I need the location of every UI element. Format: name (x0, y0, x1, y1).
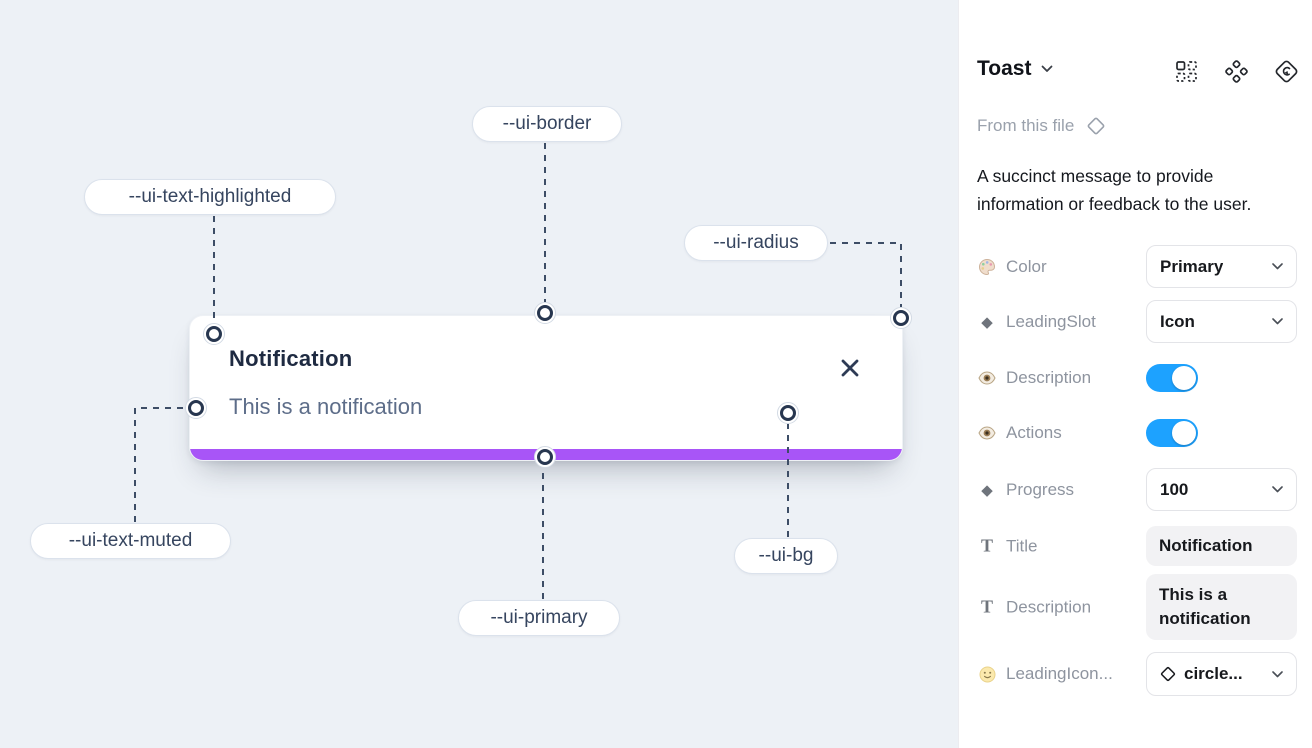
instance-diamond-icon (1160, 666, 1176, 682)
toggle-knob (1172, 366, 1196, 390)
close-icon[interactable] (840, 358, 860, 378)
variable-label-text: --ui-radius (713, 232, 799, 253)
design-canvas[interactable]: Notification This is a notification --ui… (0, 0, 958, 748)
variable-label-text: --ui-primary (490, 607, 588, 628)
variable-label-text: --ui-bg (758, 545, 814, 566)
variable-label-ui-primary[interactable]: --ui-primary (458, 600, 620, 636)
line-ui-text-muted (134, 407, 185, 522)
property-label-text: Actions (1006, 423, 1062, 442)
property-row-description-toggle: Description (959, 364, 1312, 392)
properties-panel: Toast (958, 0, 1312, 748)
property-label-text: Title (1006, 536, 1038, 555)
variable-label-ui-radius[interactable]: --ui-radius (684, 225, 828, 261)
variable-label-text: --ui-text-highlighted (128, 186, 292, 207)
property-label-text: Progress (1006, 479, 1075, 499)
variable-label-ui-border[interactable]: --ui-border (472, 106, 622, 142)
property-label: ◆ LeadingSlot (977, 312, 1096, 332)
source-label: From this file (977, 116, 1075, 135)
select-value: Icon (1160, 311, 1195, 331)
toast-title: Notification (229, 346, 353, 371)
property-label: T Title (977, 536, 1038, 557)
actions-toggle[interactable] (1146, 419, 1198, 447)
toast-progress-bar (190, 449, 902, 460)
source-row: From this file (977, 116, 1106, 136)
select-value: 100 (1160, 479, 1189, 499)
property-label-text: Description (1006, 368, 1092, 387)
property-label: ◆ Progress (977, 480, 1074, 500)
eye-icon (977, 371, 997, 385)
field-value: Notification (1159, 536, 1253, 555)
chevron-down-icon (1272, 263, 1283, 270)
description-toggle[interactable] (1146, 364, 1198, 392)
color-select[interactable]: Primary (1146, 245, 1297, 288)
property-label: Description (977, 368, 1091, 388)
property-label: LeadingIcon... (977, 664, 1113, 684)
chevron-down-icon (1272, 486, 1283, 493)
text-icon: T (980, 535, 993, 556)
smiley-icon (977, 666, 997, 683)
page-title: Toast (977, 57, 1032, 80)
property-label-text: LeadingIcon... (1006, 664, 1113, 683)
toast-description: This is a notification (229, 394, 423, 419)
property-label-text: Color (1006, 256, 1047, 276)
progress-select[interactable]: 100 (1146, 468, 1297, 511)
property-label: Actions (977, 423, 1062, 443)
line-ui-radius (830, 242, 902, 307)
diamond-icon: ◆ (981, 312, 993, 331)
property-label: Color (977, 257, 1047, 277)
component-title-dropdown[interactable]: Toast (977, 57, 1053, 81)
title-field[interactable]: Notification (1146, 526, 1297, 566)
select-value: Primary (1160, 256, 1224, 276)
variable-label-ui-bg[interactable]: --ui-bg (734, 538, 838, 574)
apply-variable-icon[interactable] (1175, 60, 1198, 83)
variants-icon[interactable] (1225, 60, 1248, 83)
component-description: A succinct message to provide informatio… (977, 166, 1252, 214)
property-row-title: T Title Notification (959, 526, 1312, 566)
eye-icon (977, 426, 997, 440)
property-row-color: Color Primary (959, 245, 1312, 288)
variable-label-text: --ui-text-muted (68, 530, 193, 551)
variable-label-ui-text-highlighted[interactable]: --ui-text-highlighted (84, 179, 336, 215)
property-row-actions-toggle: Actions (959, 419, 1312, 447)
diamond-icon: ◆ (981, 480, 993, 499)
field-value: This is a notification (1159, 585, 1251, 628)
panel-toolbar (1175, 60, 1298, 83)
text-icon: T (980, 596, 993, 617)
toggle-knob (1172, 421, 1196, 445)
toast-component[interactable]: Notification This is a notification (189, 315, 903, 461)
chevron-down-icon (1042, 65, 1053, 72)
chevron-down-icon (1272, 670, 1283, 677)
select-value: circle... (1184, 664, 1243, 683)
palette-icon (977, 258, 997, 276)
property-row-leadingslot: ◆ LeadingSlot Icon (959, 300, 1312, 343)
leadingicon-select[interactable]: circle... (1146, 652, 1297, 696)
property-row-leadingicon: LeadingIcon... circle... (959, 652, 1312, 696)
leadingslot-select[interactable]: Icon (1146, 300, 1297, 343)
component-diamond-icon[interactable] (1086, 116, 1106, 136)
property-row-description-text: T Description This is a notification (959, 574, 1312, 640)
description-field[interactable]: This is a notification (1146, 574, 1297, 640)
property-label: T Description (977, 597, 1091, 618)
property-label-text: Description (1006, 597, 1092, 616)
property-row-progress: ◆ Progress 100 (959, 468, 1312, 511)
swap-instance-icon[interactable] (1275, 60, 1298, 83)
variable-label-text: --ui-border (502, 113, 592, 134)
chevron-down-icon (1272, 318, 1283, 325)
variable-label-ui-text-muted[interactable]: --ui-text-muted (30, 523, 231, 559)
property-label-text: LeadingSlot (1006, 311, 1096, 331)
